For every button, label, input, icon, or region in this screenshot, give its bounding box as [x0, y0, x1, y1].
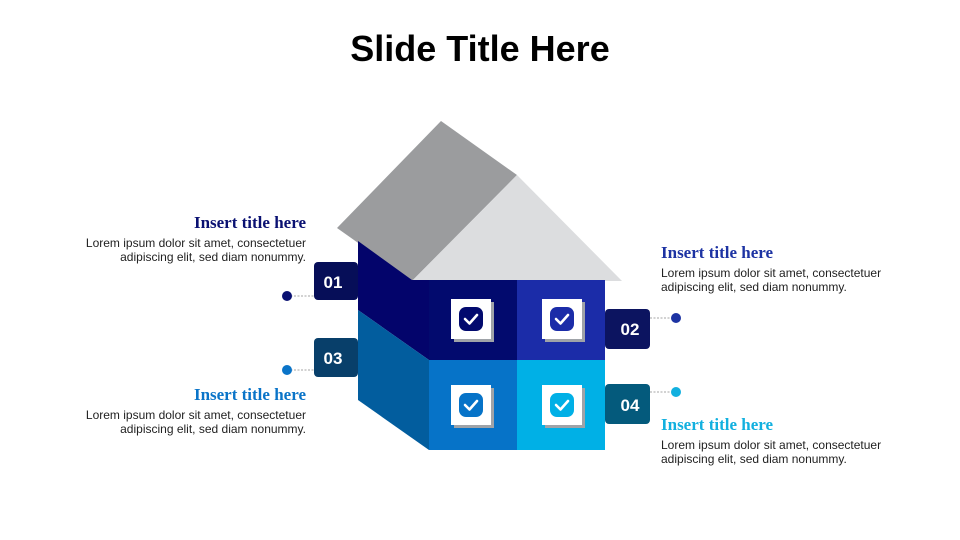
slide-title: Slide Title Here — [350, 28, 610, 69]
window-icon-2 — [542, 299, 585, 342]
connector-dot-2 — [671, 313, 681, 323]
connector-dot-3 — [282, 365, 292, 375]
roof-left-face — [337, 121, 517, 281]
item-2-body-line2: adipiscing elit, sed diam nonummy. — [661, 280, 847, 294]
connector-dot-4 — [671, 387, 681, 397]
roof-right-face — [412, 175, 622, 281]
item-3-body: Lorem ipsum dolor sit amet, consectetuer… — [46, 408, 306, 436]
number-badge-1-label: 01 — [324, 273, 343, 292]
item-2-body: Lorem ipsum dolor sit amet, consectetuer… — [661, 266, 921, 294]
check-icon — [550, 393, 574, 417]
item-1-body-line1: Lorem ipsum dolor sit amet, consectetuer — [85, 236, 306, 250]
number-badge-4-label: 04 — [621, 396, 640, 415]
number-badge-3-label: 03 — [324, 349, 343, 368]
wall-side-bottom — [358, 310, 429, 450]
connector-dot-1 — [282, 291, 292, 301]
item-2-title: Insert title here — [661, 243, 774, 262]
number-badge-1: 01 — [314, 262, 358, 300]
item-2-body-line1: Lorem ipsum dolor sit amet, consectetuer — [661, 266, 882, 280]
check-icon — [550, 307, 574, 331]
item-3-body-line2: adipiscing elit, sed diam nonummy. — [120, 422, 306, 436]
item-4-title: Insert title here — [661, 415, 774, 434]
number-badge-4: 04 — [605, 384, 650, 424]
item-1-body: Lorem ipsum dolor sit amet, consectetuer… — [46, 236, 306, 264]
item-1-body-line2: adipiscing elit, sed diam nonummy. — [120, 250, 306, 264]
item-2-text: Insert title here Lorem ipsum dolor sit … — [661, 243, 921, 294]
check-icon — [459, 307, 483, 331]
item-3-text: Insert title here Lorem ipsum dolor sit … — [46, 385, 306, 436]
item-1-title: Insert title here — [193, 213, 306, 232]
window-icon-3 — [451, 385, 494, 428]
item-3-title: Insert title here — [193, 385, 306, 404]
item-3-body-line1: Lorem ipsum dolor sit amet, consectetuer — [85, 408, 306, 422]
check-icon — [459, 393, 483, 417]
item-4-body: Lorem ipsum dolor sit amet, consectetuer… — [661, 438, 921, 466]
window-icon-4 — [542, 385, 585, 428]
item-1-text: Insert title here Lorem ipsum dolor sit … — [46, 213, 306, 264]
number-badge-3: 03 — [314, 338, 358, 377]
wall-side-top — [358, 241, 429, 360]
item-4-body-line1: Lorem ipsum dolor sit amet, consectetuer — [661, 438, 882, 452]
number-badge-2: 02 — [605, 309, 650, 349]
window-icon-1 — [451, 299, 494, 342]
number-badge-2-label: 02 — [621, 320, 640, 339]
item-4-text: Insert title here Lorem ipsum dolor sit … — [661, 415, 921, 466]
item-4-body-line2: adipiscing elit, sed diam nonummy. — [661, 452, 847, 466]
